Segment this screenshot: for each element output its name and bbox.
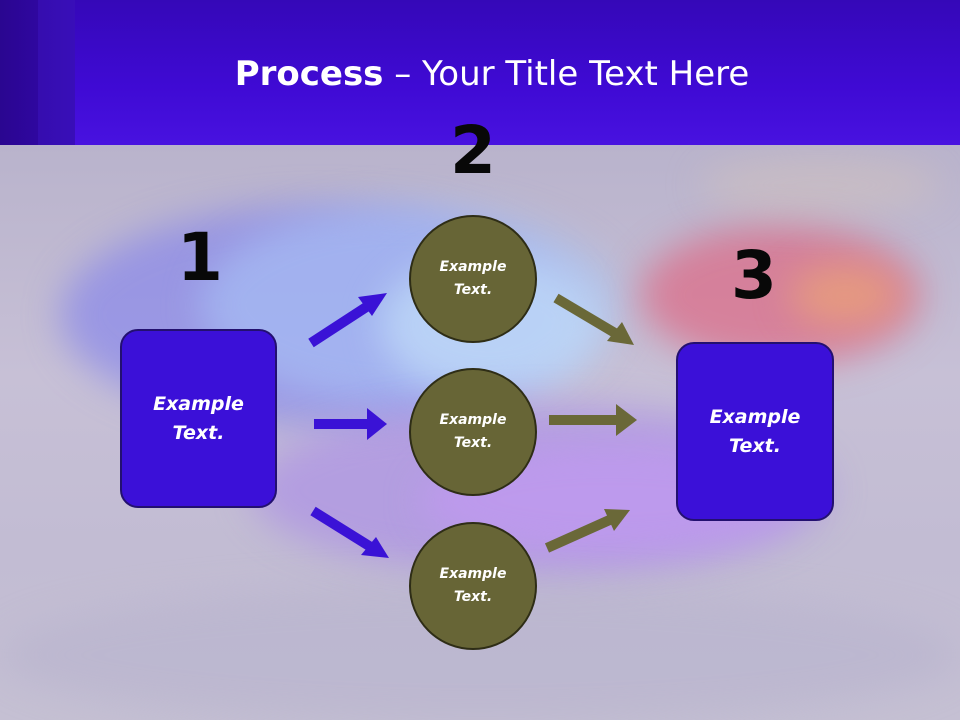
circle-top-label: Example Text. — [439, 259, 507, 298]
right-process-box: Example Text. — [676, 342, 834, 521]
title-bar — [0, 0, 960, 145]
arrow-right-icon — [308, 293, 387, 348]
circle-bottom-label: Example Text. — [439, 566, 507, 605]
process-circle-middle: Example Text. — [409, 368, 537, 496]
title-rest: – Your Title Text Here — [383, 54, 750, 94]
arrow-right-icon — [310, 506, 389, 558]
header-accent-strip-inner — [38, 0, 75, 145]
process-circle-bottom: Example Text. — [409, 522, 537, 650]
process-circle-top: Example Text. — [409, 215, 537, 343]
arrow-right-icon — [553, 293, 634, 345]
circle-middle-label: Example Text. — [439, 412, 507, 451]
title-bold: Process — [234, 54, 384, 94]
left-box-label: Example Text. — [153, 392, 244, 444]
right-box-label: Example Text. — [709, 405, 801, 457]
arrow-right-icon — [544, 509, 630, 553]
step-number-1: 1 — [177, 219, 223, 296]
step-number-3: 3 — [731, 237, 777, 314]
step-number-2: 2 — [450, 112, 496, 189]
slide-title: Process – Your Title Text Here — [0, 54, 960, 94]
arrow-right-icon — [314, 408, 387, 440]
arrow-right-icon — [549, 404, 637, 436]
left-process-box: Example Text. — [120, 329, 277, 508]
